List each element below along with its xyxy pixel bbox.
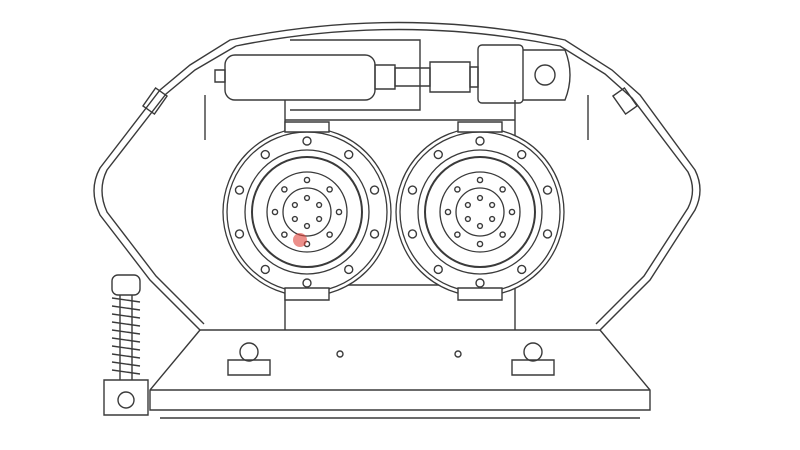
hub-bolt-hole	[490, 203, 495, 208]
roller-bearing-cap	[285, 288, 329, 300]
lifting-lug-left	[143, 88, 167, 114]
hub-bolt-hole	[305, 196, 310, 201]
hub-bolt-hole	[478, 196, 483, 201]
inner-bolt-hole	[477, 177, 482, 182]
roller-left	[223, 122, 391, 300]
hub-bolt-hole	[317, 203, 322, 208]
outer-bolt-hole	[518, 265, 526, 273]
outer-bolt-hole	[434, 265, 442, 273]
housing-outline	[94, 23, 700, 331]
outer-bolt-hole	[371, 230, 379, 238]
hub-bolt-hole	[292, 217, 297, 222]
cylinder-clevis	[478, 45, 570, 103]
hub-bolt-hole	[305, 224, 310, 229]
inner-bolt-hole	[272, 209, 277, 214]
roller-bearing-cap	[458, 122, 502, 132]
inner-bolt-hole	[336, 209, 341, 214]
outer-bolt-hole	[408, 230, 416, 238]
inner-bolt-hole	[509, 209, 514, 214]
inner-bolt-hole	[282, 187, 287, 192]
roller-ring	[245, 150, 369, 274]
hub-bolt-hole	[292, 203, 297, 208]
inner-bolt-hole	[455, 187, 460, 192]
outer-bolt-hole	[476, 137, 484, 145]
roller-ring	[283, 188, 331, 236]
roller-ring	[425, 157, 535, 267]
outer-bolt-hole	[345, 265, 353, 273]
roller-right	[396, 122, 564, 300]
base-hole	[455, 351, 461, 357]
lifting-lug-right	[613, 88, 637, 114]
roller-bearing-cap	[285, 122, 329, 132]
outer-bolt-hole	[235, 186, 243, 194]
roller-ring	[252, 157, 362, 267]
inner-bolt-hole	[304, 177, 309, 182]
base-hole	[337, 351, 343, 357]
roller-bearing-cap	[458, 288, 502, 300]
outer-bolt-hole	[303, 279, 311, 287]
inner-bolt-hole	[500, 187, 505, 192]
inner-bolt-hole	[327, 187, 332, 192]
outer-bolt-hole	[476, 279, 484, 287]
hub-bolt-hole	[465, 217, 470, 222]
hydraulic-cylinder	[215, 40, 478, 110]
hub-bolt-hole	[478, 224, 483, 229]
roller-ring	[267, 172, 347, 252]
outer-bolt-hole	[261, 265, 269, 273]
outer-bolt-hole	[518, 151, 526, 159]
roller-ring	[223, 128, 391, 296]
outer-bolt-hole	[544, 186, 552, 194]
roller-ring	[396, 128, 564, 296]
inner-bolt-hole	[455, 232, 460, 237]
roller-ring	[418, 150, 542, 274]
base-bracket-right	[512, 343, 554, 375]
inner-bolt-hole	[327, 232, 332, 237]
red-marker	[293, 233, 307, 247]
hub-bolt-hole	[465, 203, 470, 208]
inner-bolt-hole	[500, 232, 505, 237]
base-frame	[150, 330, 650, 410]
housing-inner-outline-left	[102, 46, 236, 324]
spring-damper	[104, 275, 148, 415]
inner-bolt-hole	[477, 241, 482, 246]
outer-bolt-hole	[434, 151, 442, 159]
inner-bolt-hole	[282, 232, 287, 237]
outer-bolt-hole	[544, 230, 552, 238]
base-bracket-left	[228, 343, 270, 375]
outer-bolt-hole	[303, 137, 311, 145]
hub-bolt-hole	[490, 217, 495, 222]
roller-ring	[440, 172, 520, 252]
outer-bolt-hole	[235, 230, 243, 238]
outer-bolt-hole	[408, 186, 416, 194]
housing-inner-outline	[236, 30, 693, 325]
roller-ring	[456, 188, 504, 236]
inner-bolt-hole	[445, 209, 450, 214]
outer-bolt-hole	[371, 186, 379, 194]
outer-bolt-hole	[261, 151, 269, 159]
outer-bolt-hole	[345, 151, 353, 159]
hub-bolt-hole	[317, 217, 322, 222]
